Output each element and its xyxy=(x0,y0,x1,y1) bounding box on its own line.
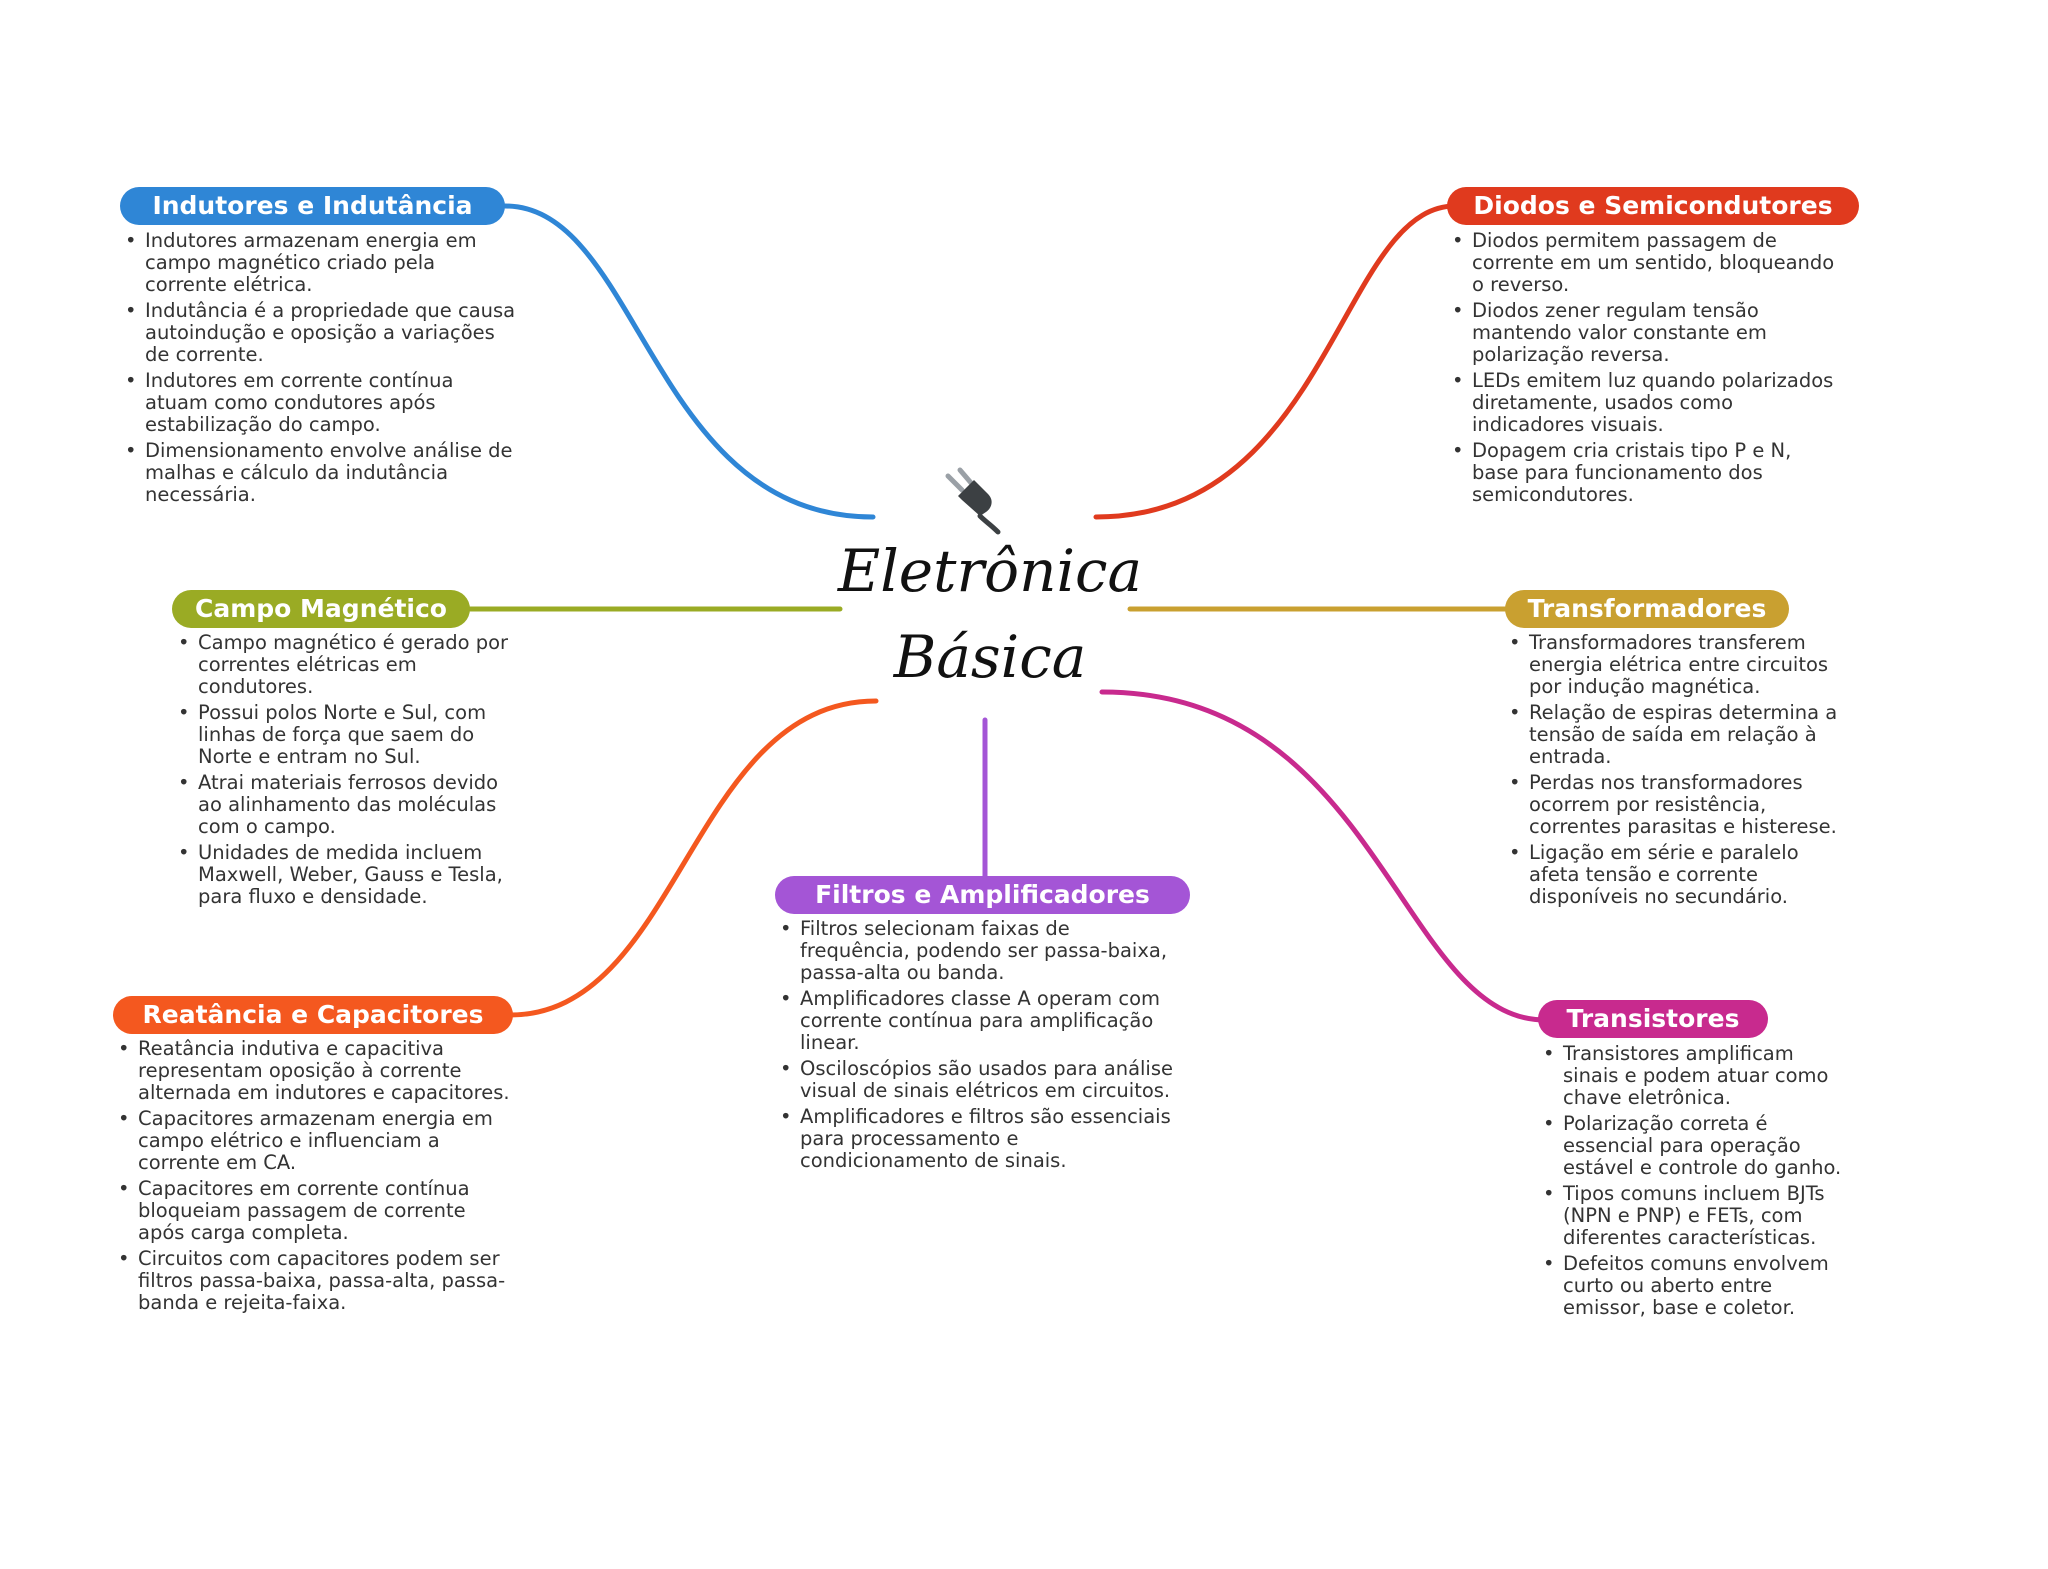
note-item: Possui polos Norte e Sul, com linhas de … xyxy=(174,702,509,768)
note-item: Defeitos comuns envolvem curto ou aberto… xyxy=(1539,1253,1849,1319)
note-item: Ligação em série e paralelo afeta tensão… xyxy=(1505,842,1850,908)
note-item: Transistores amplificam sinais e podem a… xyxy=(1539,1043,1849,1109)
topic-reatancia-notes: Reatância indutiva e capacitiva represen… xyxy=(114,1038,514,1318)
connector-reatancia xyxy=(507,698,879,1018)
note-item: Amplificadores e filtros são essenciais … xyxy=(776,1106,1176,1172)
topic-diodos-notes: Diodos permitem passagem de corrente em … xyxy=(1448,230,1838,510)
note-item: Capacitores em corrente contínua bloquei… xyxy=(114,1178,514,1244)
note-item: Indutores em corrente contínua atuam com… xyxy=(121,370,521,436)
note-item: Relação de espiras determina a tensão de… xyxy=(1505,702,1850,768)
topic-campo-title: Campo Magnético xyxy=(172,590,470,628)
topic-indutores-notes: Indutores armazenam energia em campo mag… xyxy=(121,230,521,510)
connector-diodos xyxy=(1093,203,1458,520)
topic-filtros-title: Filtros e Amplificadores xyxy=(775,876,1190,914)
note-item: Capacitores armazenam energia em campo e… xyxy=(114,1108,514,1174)
topic-transistores-title: Transistores xyxy=(1538,1000,1768,1038)
note-item: Amplificadores classe A operam com corre… xyxy=(776,988,1176,1054)
note-item: Perdas nos transformadores ocorrem por r… xyxy=(1505,772,1850,838)
topic-reatancia-title: Reatância e Capacitores xyxy=(113,996,513,1034)
note-item: Indutância é a propriedade que causa aut… xyxy=(121,300,521,366)
connector-transistores xyxy=(1099,689,1548,1023)
note-item: Dimensionamento envolve análise de malha… xyxy=(121,440,521,506)
note-item: Osciloscópios são usados para análise vi… xyxy=(776,1058,1176,1102)
topic-diodos-title: Diodos e Semicondutores xyxy=(1447,187,1859,225)
note-item: Polarização correta é essencial para ope… xyxy=(1539,1113,1849,1179)
note-item: Diodos zener regulam tensão mantendo val… xyxy=(1448,300,1838,366)
topic-campo-notes: Campo magnético é gerado por correntes e… xyxy=(174,632,509,912)
note-item: Unidades de medida incluem Maxwell, Webe… xyxy=(174,842,509,908)
topic-transistores-notes: Transistores amplificam sinais e podem a… xyxy=(1539,1043,1849,1323)
note-item: Atrai materiais ferrosos devido ao alinh… xyxy=(174,772,509,838)
note-item: Transformadores transferem energia elétr… xyxy=(1505,632,1850,698)
central-title-line1: Eletrônica xyxy=(837,537,1143,605)
topic-transformadores-title: Transformadores xyxy=(1505,590,1789,628)
note-item: Campo magnético é gerado por correntes e… xyxy=(174,632,509,698)
note-item: Diodos permitem passagem de corrente em … xyxy=(1448,230,1838,296)
note-item: Circuitos com capacitores podem ser filt… xyxy=(114,1248,514,1314)
topic-transformadores-notes: Transformadores transferem energia elétr… xyxy=(1505,632,1850,912)
note-item: Reatância indutiva e capacitiva represen… xyxy=(114,1038,514,1104)
central-title: Eletrônica Básica xyxy=(780,528,1200,700)
note-item: Filtros selecionam faixas de frequência,… xyxy=(776,918,1176,984)
connector-indutores xyxy=(502,203,876,520)
topic-indutores-title: Indutores e Indutância xyxy=(120,187,505,225)
note-item: LEDs emitem luz quando polarizados diret… xyxy=(1448,370,1838,436)
topic-filtros-notes: Filtros selecionam faixas de frequência,… xyxy=(776,918,1176,1176)
central-title-line2: Básica xyxy=(893,623,1087,691)
electric-plug-icon xyxy=(945,467,1001,535)
note-item: Tipos comuns incluem BJTs (NPN e PNP) e … xyxy=(1539,1183,1849,1249)
note-item: Indutores armazenam energia em campo mag… xyxy=(121,230,521,296)
note-item: Dopagem cria cristais tipo P e N, base p… xyxy=(1448,440,1838,506)
